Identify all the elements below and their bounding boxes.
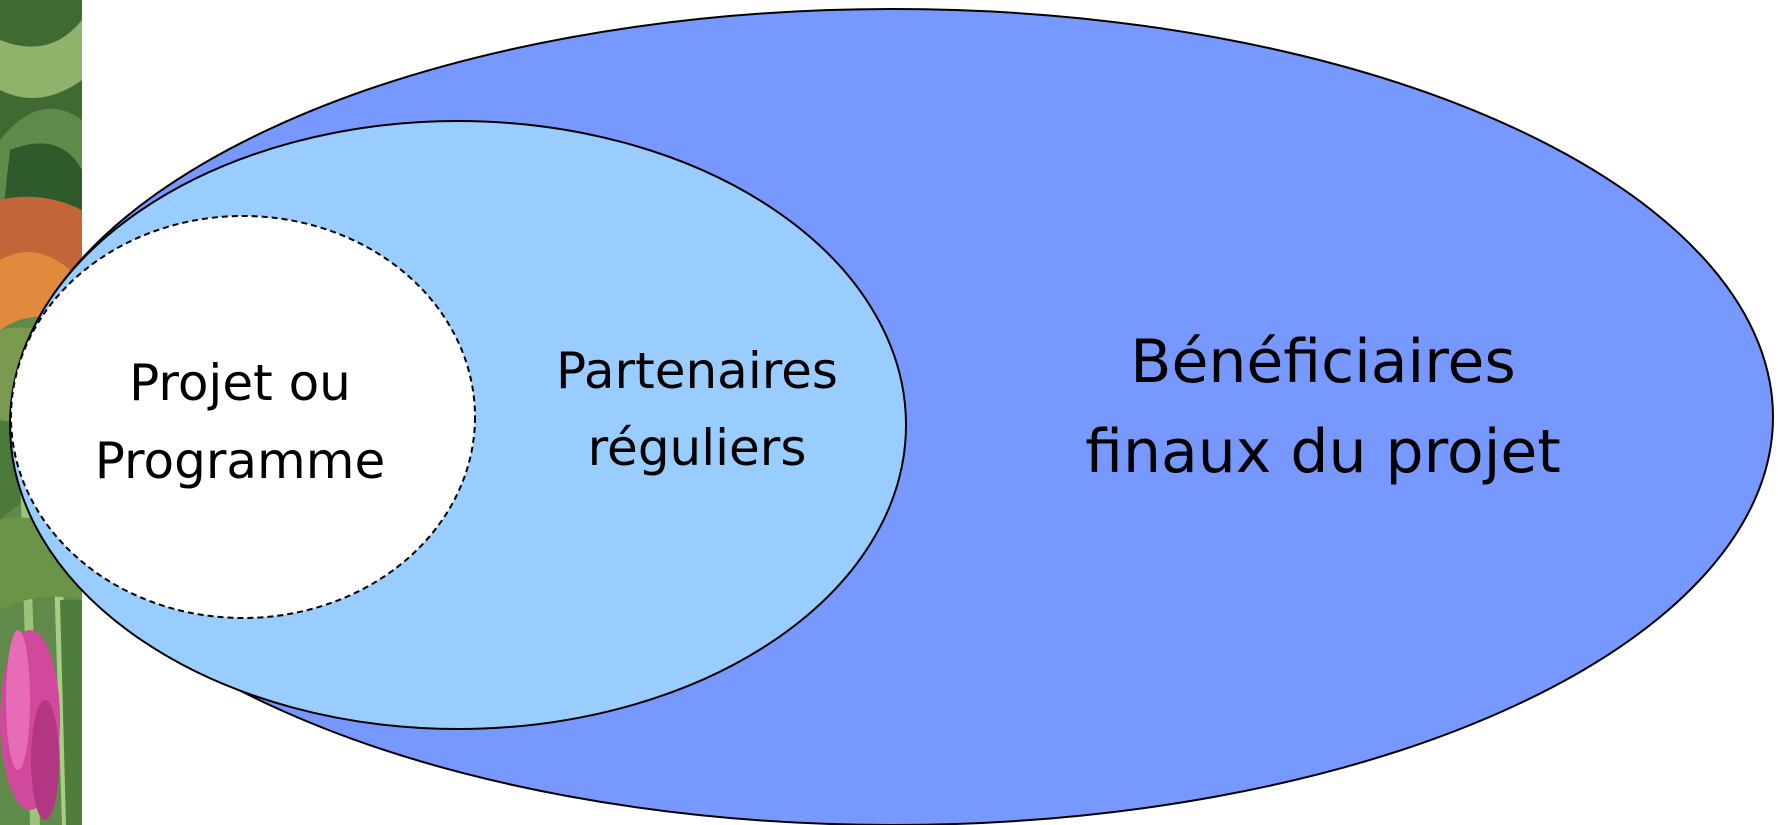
middle-label-line1: Partenaires: [556, 342, 838, 400]
inner-label-line1: Projet ou: [129, 354, 351, 412]
outer-label-line2: finaux du projet: [1085, 417, 1561, 487]
inner-label-line2: Programme: [95, 432, 385, 490]
middle-label-line2: réguliers: [588, 419, 807, 477]
inner-ellipse: [10, 215, 476, 619]
outer-label-line1: Bénéficiaires: [1130, 327, 1515, 397]
